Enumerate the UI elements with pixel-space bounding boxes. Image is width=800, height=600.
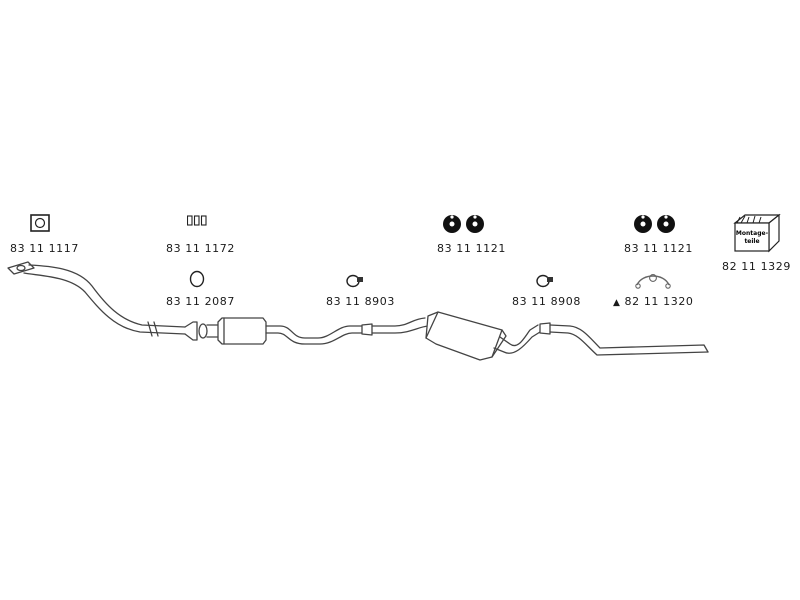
three-clips-icon	[187, 215, 207, 227]
part-number-clamp-right: 83 11 8908	[512, 295, 581, 308]
clamp-icon	[534, 272, 554, 288]
mounting-kit-box-icon: Montage- teile	[731, 211, 783, 255]
rubber-mounts-icon	[441, 213, 487, 235]
part-number-clips: 83 11 1172	[166, 242, 235, 255]
triangle-icon: ▲	[613, 298, 621, 308]
rubber-mounts-icon	[632, 213, 678, 235]
square-gasket-icon	[30, 214, 50, 232]
part-number-mounts-a: 83 11 1121	[437, 242, 506, 255]
exhaust-pipe-assembly	[0, 255, 800, 365]
part-number-ring: 83 11 2087	[166, 295, 235, 308]
part-number-bracket: ▲82 11 1320	[613, 295, 694, 308]
part-number-mounting-kit: 82 11 1329	[722, 260, 791, 273]
ring-gasket-icon	[189, 270, 205, 288]
part-number-mounts-b: 83 11 1121	[624, 242, 693, 255]
part-number-clamp-middle: 83 11 8903	[326, 295, 395, 308]
part-number-bracket-text: 82 11 1320	[624, 295, 694, 308]
kit-box-label-line1: Montage-	[736, 230, 769, 237]
bracket-strap-icon	[634, 270, 672, 290]
clamp-icon	[344, 272, 364, 288]
kit-box-label-line2: teile	[744, 238, 759, 245]
part-number-gasket: 83 11 1117	[10, 242, 79, 255]
